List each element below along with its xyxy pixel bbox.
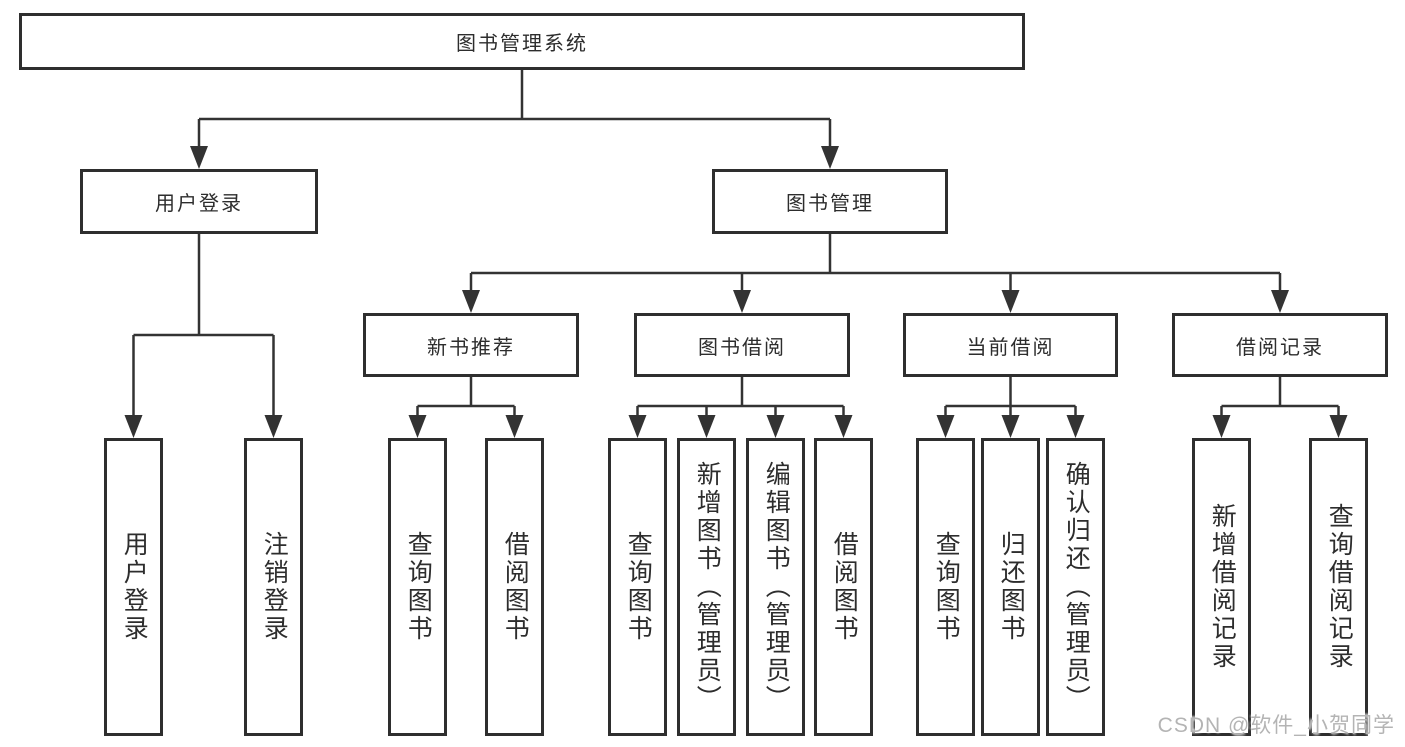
leaf-query-books-current-label: 查询图书 xyxy=(932,531,961,643)
leaf-query-books-recommend: 查询图书 xyxy=(388,438,447,736)
leaf-query-books-recommend-label: 查询图书 xyxy=(404,531,433,643)
leaf-query-borrow-record: 查询借阅记录 xyxy=(1309,438,1368,736)
arrowheads xyxy=(124,146,1348,438)
leaf-edit-books-admin-label: 编辑图书（管理员） xyxy=(762,461,791,713)
node-book-management: 图书管理 xyxy=(712,169,948,234)
leaf-return-books: 归还图书 xyxy=(981,438,1040,736)
leaf-query-borrow-record-label: 查询借阅记录 xyxy=(1325,503,1354,671)
csdn-watermark: CSDN @软件_小贺同学 xyxy=(1157,714,1395,737)
leaf-borrow-books-recommend-label: 借阅图书 xyxy=(501,531,530,643)
leaf-logout-label: 注销登录 xyxy=(260,531,289,643)
leaf-logout: 注销登录 xyxy=(244,438,303,736)
leaf-confirm-return-admin: 确认归还（管理员） xyxy=(1046,438,1105,736)
leaf-add-borrow-record-label: 新增借阅记录 xyxy=(1208,503,1237,671)
node-book-borrow: 图书借阅 xyxy=(634,313,850,377)
leaf-add-borrow-record: 新增借阅记录 xyxy=(1192,438,1251,736)
node-borrow-records: 借阅记录 xyxy=(1172,313,1388,377)
leaf-query-books-borrow-label: 查询图书 xyxy=(624,531,653,643)
leaf-query-books-borrow: 查询图书 xyxy=(608,438,667,736)
leaf-user-login-label: 用户登录 xyxy=(120,531,149,643)
node-new-book-recommend: 新书推荐 xyxy=(363,313,579,377)
node-user-login: 用户登录 xyxy=(80,169,318,234)
leaf-add-books-admin: 新增图书（管理员） xyxy=(677,438,736,736)
leaf-borrow-books: 借阅图书 xyxy=(814,438,873,736)
leaf-edit-books-admin: 编辑图书（管理员） xyxy=(746,438,805,736)
leaf-user-login: 用户登录 xyxy=(104,438,163,736)
node-library-system: 图书管理系统 xyxy=(19,13,1025,70)
leaf-confirm-return-admin-label: 确认归还（管理员） xyxy=(1062,461,1091,713)
node-current-borrow: 当前借阅 xyxy=(903,313,1118,377)
leaf-query-books-current: 查询图书 xyxy=(916,438,975,736)
leaf-borrow-books-label: 借阅图书 xyxy=(830,531,859,643)
leaf-add-books-admin-label: 新增图书（管理员） xyxy=(693,461,722,713)
leaf-return-books-label: 归还图书 xyxy=(997,531,1026,643)
leaf-borrow-books-recommend: 借阅图书 xyxy=(485,438,544,736)
